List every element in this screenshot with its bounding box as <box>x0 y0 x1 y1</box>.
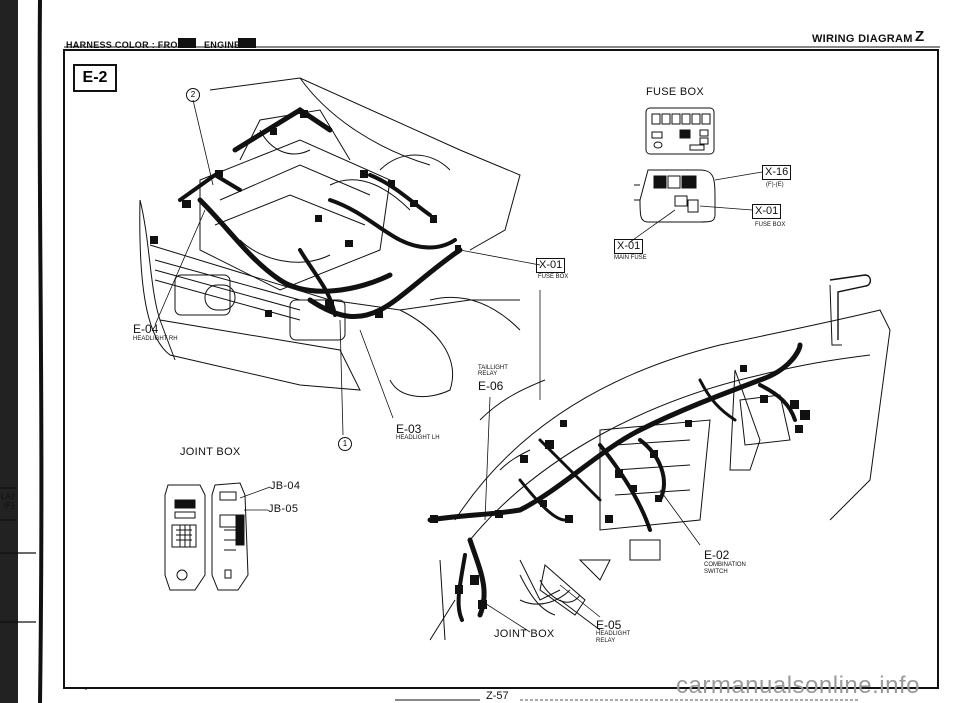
x01-fuse-connector-code: X-01 <box>752 204 782 219</box>
e06-connector-code: E-06 <box>478 379 504 393</box>
x16-connector-code: X-16 <box>762 165 792 180</box>
jb04-label: JB-04 <box>270 480 301 492</box>
x01-engine-connector-note: FUSE BOX <box>538 274 569 280</box>
e02-note-line1: COMBINATION <box>704 562 746 568</box>
x01-main-fuse-code: X-01 <box>614 239 644 254</box>
e04-connector-code: E-04 <box>133 322 159 336</box>
e05-connector-code: E-05 <box>596 618 622 632</box>
e05-note-line2: RELAY <box>596 638 616 644</box>
e04-connector-note: HEADLIGHT RH <box>133 336 178 342</box>
margin-label-line1: LAY <box>1 492 16 501</box>
diagram-frame <box>63 46 940 690</box>
x01-main-fuse-note: MAIN FUSE <box>614 255 647 261</box>
engine-harness-label: ENGINE <box>204 40 241 50</box>
section-letter: Z <box>915 28 925 45</box>
dash-joint-box-label: JOINT BOX <box>494 628 555 640</box>
e06-note-line1: TAILLIGHT <box>478 365 508 371</box>
scan-binding-edge <box>0 0 44 703</box>
harness-color-label: HARNESS COLOR : FRONT <box>66 40 191 50</box>
dash-leader-lines <box>479 290 701 633</box>
margin-label-line2: (F) <box>4 501 15 510</box>
instrument-panel-illustration <box>429 274 891 641</box>
e02-connector-code: E-02 <box>704 548 730 562</box>
x01-engine-connector-code: X-01 <box>536 258 566 273</box>
e05-note-line1: HEADLIGHT <box>596 631 631 637</box>
engine-leader-lines <box>154 99 541 436</box>
fuse-box-side-view <box>629 169 763 243</box>
fuse-box-title: FUSE BOX <box>646 86 705 98</box>
engine-connectors-blobs <box>150 110 461 318</box>
jb05-label: JB-05 <box>268 503 299 515</box>
engine-harness-swatch <box>238 38 256 48</box>
page-number: Z-57 <box>486 690 509 702</box>
e03-connector-code: E-03 <box>396 422 422 436</box>
marker-2: 2 <box>186 88 200 102</box>
front-harness-swatch <box>178 38 196 48</box>
joint-box-illustration <box>164 482 271 591</box>
e03-connector-note: HEADLIGHT LH <box>396 435 440 441</box>
engine-bay-illustration <box>139 77 521 398</box>
marker-1: 1 <box>338 437 352 451</box>
joint-box-title: JOINT BOX <box>180 446 241 458</box>
page-title: WIRING DIAGRAM <box>812 33 913 45</box>
fuse-box-top-view <box>645 107 715 155</box>
e02-note-line2: SWITCH <box>704 569 728 575</box>
diagram-code: E-2 <box>73 64 117 92</box>
engine-harness-wires <box>178 107 463 320</box>
x16-connector-note: (F)-(E) <box>766 182 784 188</box>
e06-note-line2: RELAY <box>478 371 498 377</box>
x01-fuse-connector-note: FUSE BOX <box>755 222 786 228</box>
dash-connectors-blobs <box>430 365 810 609</box>
watermark: carmanualsonline.info <box>676 672 920 699</box>
